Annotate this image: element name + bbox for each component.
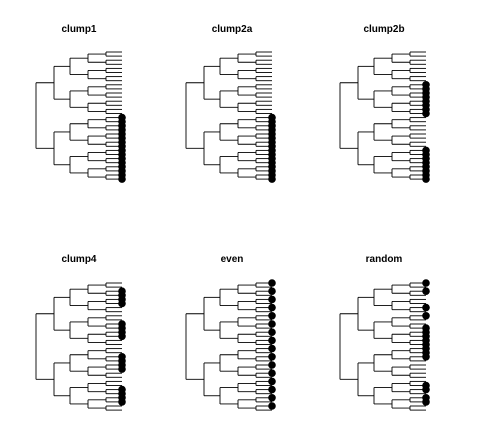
tip-marker — [422, 109, 430, 118]
panel-title: clump1 — [61, 24, 96, 35]
tip-marker — [422, 279, 430, 287]
tree-panel-clump4: clump4 — [35, 254, 126, 411]
tip-marker — [268, 353, 276, 361]
tip-marker — [118, 365, 126, 373]
tip-marker — [268, 336, 276, 345]
panel-title: random — [366, 254, 403, 265]
tip-marker — [268, 369, 276, 378]
tip-marker — [422, 287, 430, 296]
tip-marker — [268, 344, 276, 353]
panel-title: clump2a — [212, 24, 253, 35]
panel-title: clump4 — [61, 254, 96, 265]
tip-marker — [268, 287, 276, 296]
tree-panel-clump2b: clump2b — [339, 24, 430, 183]
tip-marker — [422, 175, 430, 183]
tip-marker — [422, 312, 430, 320]
tip-marker — [268, 320, 276, 328]
tip-marker — [118, 299, 126, 308]
tip-marker — [118, 398, 126, 406]
tree-panel-even: even — [185, 254, 276, 411]
tip-marker — [268, 303, 276, 312]
tip-marker — [268, 295, 276, 304]
tree-panel-clump1: clump1 — [35, 24, 126, 183]
tip-marker — [268, 361, 276, 369]
tip-marker — [422, 385, 430, 394]
tip-marker — [268, 279, 276, 287]
tree-panel-random: random — [339, 254, 430, 411]
panel-title: clump2b — [363, 24, 404, 35]
tip-marker — [268, 312, 276, 320]
tip-marker — [268, 385, 276, 394]
tip-marker — [422, 398, 430, 406]
tree-panel-clump2a: clump2a — [185, 24, 276, 183]
tip-marker — [268, 175, 276, 183]
tip-marker — [268, 402, 276, 410]
tip-marker — [268, 328, 276, 337]
tip-marker — [268, 377, 276, 386]
tip-marker — [268, 394, 276, 402]
panel-title: even — [221, 254, 244, 265]
tip-marker — [118, 332, 126, 341]
tip-marker — [118, 175, 126, 183]
tip-marker — [422, 353, 430, 361]
tip-marker — [422, 303, 430, 312]
